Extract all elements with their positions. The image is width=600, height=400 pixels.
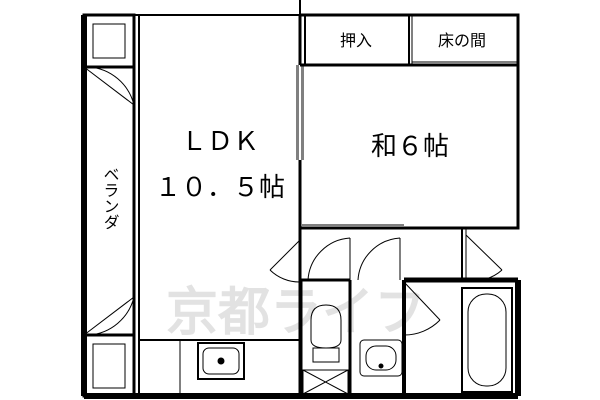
toilet-bowl <box>310 304 342 349</box>
tokonoma-label: 床の間 <box>438 31 486 50</box>
oshiire-label: 押入 <box>340 31 372 50</box>
washitsu-label: 和６帖 <box>371 132 449 162</box>
watermark: 京都ライフ <box>166 283 426 343</box>
bath-inner-door <box>403 281 441 321</box>
washroom-door <box>357 237 401 281</box>
veranda-label: ベランダ <box>101 166 120 230</box>
veranda-door-top <box>83 66 135 106</box>
washbasin <box>359 339 403 377</box>
veranda-top-box <box>82 13 136 69</box>
bath-door <box>465 234 503 271</box>
outer-wall-top <box>84 0 301 16</box>
ldk-size-label: １０．５帖 <box>155 173 285 203</box>
ldk-door <box>269 239 301 271</box>
toilet-door <box>307 237 351 281</box>
ldk-name-label: ＬＤＫ <box>181 127 259 157</box>
kitchen-sink <box>197 342 245 380</box>
veranda-door-bottom <box>83 296 135 336</box>
bathtub <box>461 287 513 393</box>
toilet-tank <box>312 347 340 363</box>
